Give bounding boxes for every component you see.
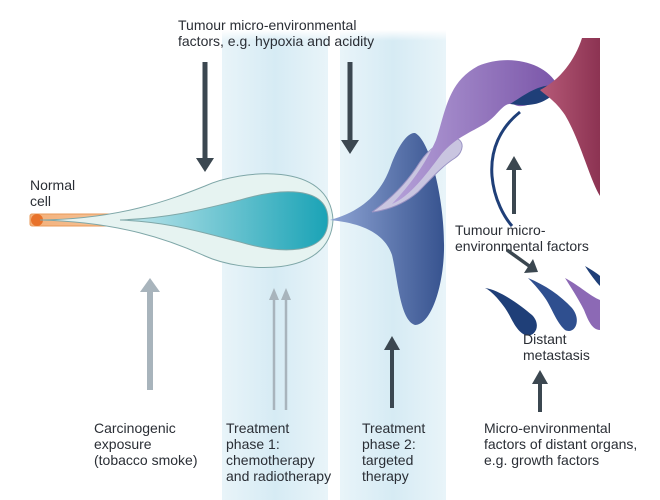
label-distant-factors: Micro-environmental factors of distant o… bbox=[484, 420, 638, 468]
arrow-top-right bbox=[341, 62, 359, 154]
label-normal-cell: Normal cell bbox=[30, 177, 76, 209]
clone-maroon bbox=[540, 38, 600, 196]
clone-purple bbox=[392, 60, 558, 205]
label-phase1: Treatment phase 1: chemotherapy and radi… bbox=[226, 420, 332, 484]
clone-teal bbox=[119, 191, 329, 251]
arrow-phase1-a bbox=[269, 288, 279, 410]
arrow-carcinogenic bbox=[140, 278, 160, 390]
label-carcinogenic: Carcinogenic exposure (tobacco smoke) bbox=[94, 420, 198, 468]
label-top-factors: Tumour micro-environmental factors, e.g.… bbox=[178, 17, 375, 49]
arrow-tumour-up bbox=[506, 156, 522, 214]
arrow-phase2 bbox=[384, 336, 400, 408]
normal-cell-nucleus bbox=[31, 214, 43, 226]
metastasis-droplets bbox=[485, 266, 600, 336]
arrow-phase1-b bbox=[281, 288, 291, 410]
arrow-tumour-diag bbox=[505, 248, 538, 273]
arrow-distant bbox=[532, 370, 548, 412]
arrow-top-left bbox=[196, 62, 214, 172]
label-tumour-factors: Tumour micro- environmental factors bbox=[455, 222, 589, 254]
label-phase2: Treatment phase 2: targeted therapy bbox=[362, 420, 426, 484]
label-distant-metastasis: Distant metastasis bbox=[523, 331, 590, 363]
